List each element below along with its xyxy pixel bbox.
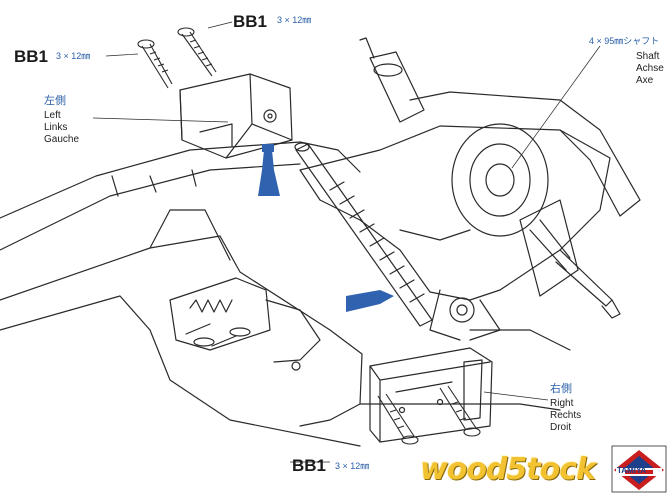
screw-icon (439, 385, 481, 437)
tamiya-logo-text: TAMIYA (617, 466, 647, 475)
screw-size-bottom: 3 × 12㎜ (335, 461, 370, 471)
left-mount-block (179, 73, 293, 159)
screw-code-bottom: BB1 (292, 456, 327, 475)
shaft-en: Shaft (636, 51, 660, 62)
leader-line (511, 45, 601, 169)
screw-code-left: BB1 (14, 47, 49, 66)
shaft-fr: Axe (636, 75, 654, 86)
left-side-jp: 左側 (44, 95, 66, 107)
side-lever (169, 277, 321, 371)
screw-size-left: 3 × 12㎜ (56, 51, 91, 61)
right-mount-block (369, 347, 493, 443)
leader-line (483, 391, 549, 401)
screw-icon (137, 39, 173, 89)
tamiya-logo (611, 445, 667, 493)
lower-axle-output (519, 199, 621, 319)
left-side-fr: Gauche (44, 134, 80, 145)
leader-line (207, 21, 233, 29)
screw-icon (377, 393, 419, 445)
gearbox-housing (299, 123, 611, 341)
right-side-en: Right (550, 398, 574, 409)
shaft-spec: 4 × 95㎜シャフト (589, 36, 660, 46)
left-side-en: Left (44, 110, 61, 121)
screw-size-top: 3 × 12㎜ (277, 15, 312, 25)
screw-icon (177, 27, 217, 77)
grease-arrow-icon (346, 290, 394, 312)
chassis-tub (0, 141, 571, 447)
leader-line (92, 117, 229, 123)
grease-tube-icon (258, 144, 280, 196)
right-side-jp: 右側 (550, 383, 572, 395)
right-side-fr: Droit (550, 422, 572, 433)
watermark-text: wood5tock (420, 452, 596, 487)
shaft-de: Achse (636, 63, 664, 74)
left-side-de: Links (44, 122, 68, 133)
screw-code-top: BB1 (233, 12, 268, 31)
right-side-de: Rechts (550, 410, 582, 421)
upper-axle-housing (359, 37, 641, 217)
leader-line (105, 53, 139, 57)
